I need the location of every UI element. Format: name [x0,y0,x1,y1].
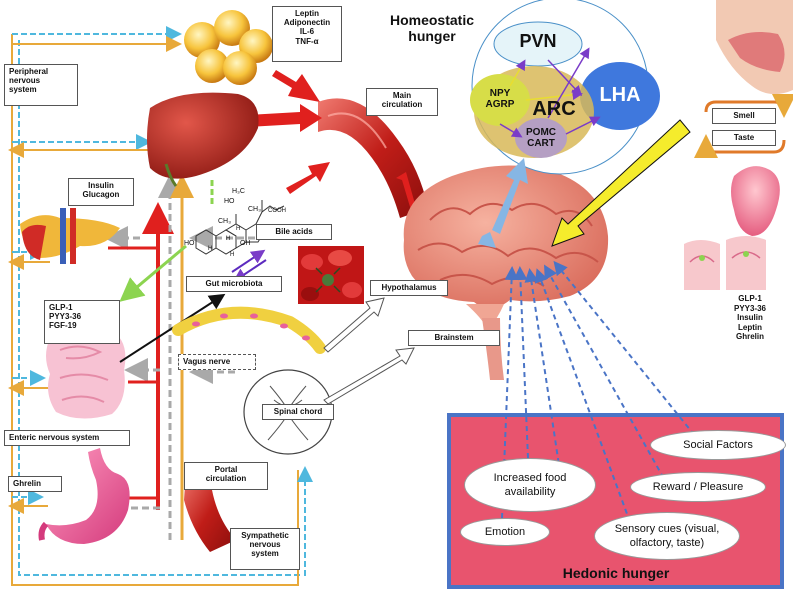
hedonic-to-brain-dashed-arrows [501,260,701,523]
taste-bud-illustration [684,236,766,290]
emotion-oval: Emotion [460,518,550,546]
adipokines-label: Leptin Adiponectin IL-6 TNF-α [272,6,342,62]
npy-agrp-label: NPY AGRP [485,88,515,110]
social-factors-oval: Social Factors [650,430,786,460]
h-label-c: H [208,246,213,252]
peripheral-nervous-system-label: Peripheral nervous system [4,64,78,106]
adipose-tissue-illustration [184,10,273,85]
liver-illustration [147,92,259,179]
sensory-cues-oval: Sensory cues (visual, olfactory, taste) [594,512,740,560]
hedonic-hunger-title: Hedonic hunger [562,565,670,581]
npy-agrp-nucleus-shape [470,74,530,126]
oral-hormones-label: GLP-1 PYY3-36 Insulin Leptin Ghrelin [733,294,767,342]
h-label-b: H [226,236,231,242]
lha-label: LHA [599,84,641,106]
insulin-glucagon-label: Insulin Glucagon [68,178,134,206]
intestines-illustration [46,329,126,419]
ho-label-b: HO [184,240,195,247]
arc-label: ARC [532,98,576,120]
gut-microbiota-image [298,246,364,304]
intestine-microbiota-arrow [119,293,226,363]
lha-nucleus-shape [580,62,660,130]
oh-label: OH [240,240,251,247]
hypothalamus-label: Hypothalamus [370,280,448,296]
pancreas-illustration [20,208,120,264]
brainstem-label: Brainstem [408,330,500,346]
pomc-cart-nucleus-shape [515,118,567,158]
smell-label: Smell [712,108,776,124]
taste-label: Taste [712,130,776,146]
homeostatic-hunger-title: Homeostatic hunger [389,12,475,44]
h3c-label: H₃C [232,188,245,195]
tongue-illustration [731,166,780,236]
vagus-nerve-illustration [172,306,326,354]
food-availability-oval: Increased food availability [464,458,596,512]
main-circulation-label: Main circulation [366,88,438,116]
peripheral-pathway-lines [8,26,313,586]
enteric-nervous-system-label: Enteric nervous system [4,430,130,446]
portal-vessel [184,469,236,552]
stomach-illustration [38,448,130,544]
portal-circulation-label: Portal circulation [184,462,268,490]
pvn-label: PVN [519,31,557,51]
reward-pleasure-oval: Reward / Pleasure [630,472,766,502]
head-sagittal-illustration [716,0,793,95]
ch3-label-a: CH₃ [248,206,261,213]
cooh-label: COOH [268,208,286,214]
vagus-nerve-label: Vagus nerve [178,354,256,370]
ch3-label-b: CH₃ [218,218,231,225]
main-circulation-vessel [318,98,428,218]
ho-label-a: HO [224,198,235,205]
gut-microbiota-label: Gut microbiota [186,276,282,292]
pomc-cart-label: POMC CART [526,127,556,149]
brain-hypothalamus-blue-arrow [478,158,528,248]
smell-taste-cycle [694,93,793,159]
spinal-chord-label: Spinal chord [262,404,334,420]
brain-illustration [403,165,609,380]
hypothalamus-signal-arrows [499,47,601,138]
h-label-d: H [230,252,235,258]
pvn-nucleus-shape [493,21,583,67]
oral-to-brain-yellow-arrow [551,119,691,247]
ghrelin-label: Ghrelin [8,476,62,492]
hollow-arrows [323,297,415,405]
h-label-a: H [236,226,241,232]
bile-acids-label: Bile acids [256,224,332,240]
sympathetic-nervous-system-label: Sympathetic nervous system [230,528,300,570]
gut-hormones-label: GLP-1 PYY3-36 FGF-19 [44,300,120,344]
bile-acid-green-arrows [119,180,214,302]
